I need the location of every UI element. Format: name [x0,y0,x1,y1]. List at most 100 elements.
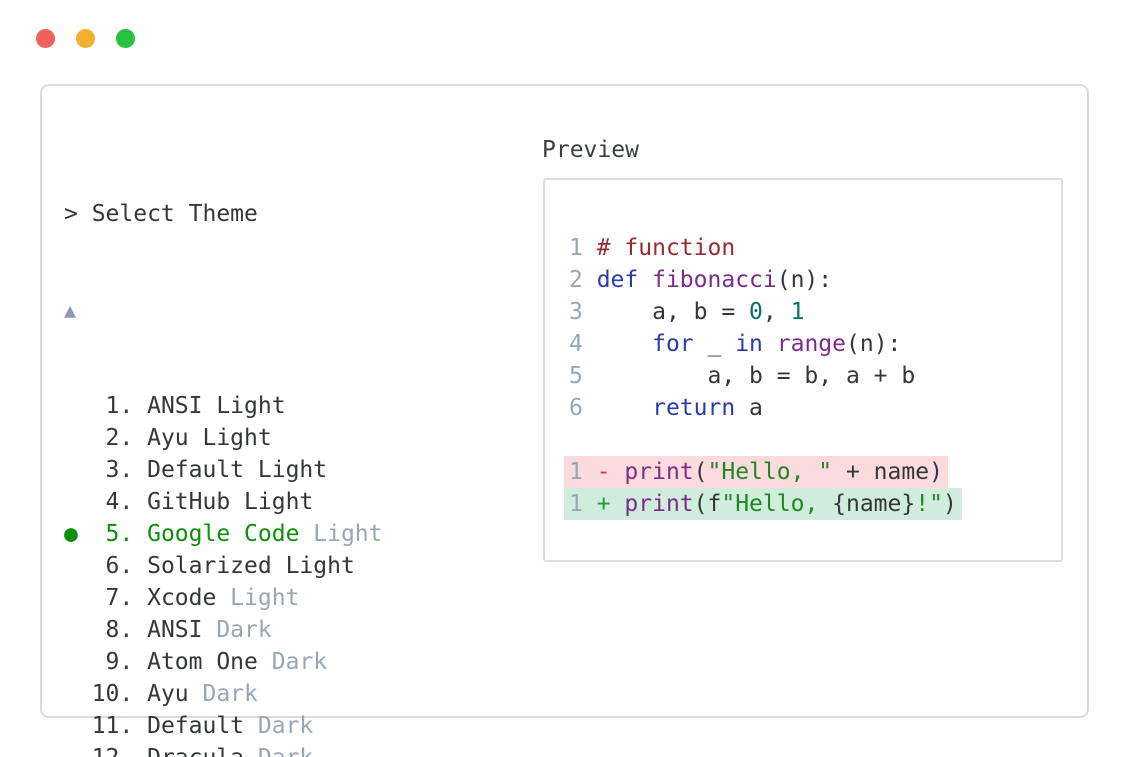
code-token-plain: a [735,395,763,421]
marker-slot [64,393,92,419]
preview-title: Preview [542,137,639,163]
theme-list: 1. ANSI Light 2. Ayu Light 3. Default Li… [64,390,881,757]
theme-list-item-default[interactable]: 11. Default Dark [64,710,881,742]
close-button-icon[interactable] [36,29,55,48]
code-token-keyword: in [735,331,763,357]
theme-list-item-github-light[interactable]: 4. GitHub Light [64,486,881,518]
code-token-plain: , [762,299,791,325]
theme-item-variant: Dark [202,617,272,643]
marker-slot [64,489,92,515]
theme-picker-panel: > Select Theme ▲ 1. ANSI Light 2. Ayu Li… [40,84,1089,757]
marker-slot [64,681,92,707]
diff-highlight: 1 - print("Hello, " + name) [564,456,948,488]
code-token-plain: a, b = [596,299,750,325]
code-line: 3 a, b = 0, 1 [569,296,1061,328]
code-line: 2 def fibonacci(n): [569,264,1061,296]
theme-item-label: 4. GitHub Light [91,489,314,515]
theme-list-item-solarized-light[interactable]: 6. Solarized Light [64,550,881,582]
theme-item-label: 11. Default [91,713,245,739]
code-token-plain [597,331,652,357]
minimize-button-icon[interactable] [76,29,95,48]
code-token-string: !" [915,491,943,517]
theme-item-variant: Light [299,521,383,547]
code-token-number: 1 [790,299,805,325]
code-line: 4 for _ in range(n): [569,328,1061,360]
theme-item-label: 2. Ayu Light [91,425,272,451]
theme-item-variant: Dark [188,681,258,707]
diff-minus-sign: - [596,459,625,485]
code-token-function: print [624,491,694,517]
line-number: 2 [569,267,597,293]
theme-list-item-ansi[interactable]: 8. ANSI Dark [64,614,881,646]
line-number: 3 [569,299,597,325]
code-token-plain: ) [942,491,957,517]
theme-list-item-dracula[interactable]: 12. Dracula Dark [64,742,881,757]
code-token-plain: ( [693,459,708,485]
code-token-plain [597,395,652,421]
code-token-string: "Hello, " [707,459,833,485]
line-number: 1 [569,491,597,517]
code-token-plain: {name} [832,491,916,517]
marker-slot [64,617,92,643]
diff-line-added: 1 + print(f"Hello, {name}!") [564,488,1061,520]
theme-list-column: > Select Theme ▲ 1. ANSI Light 2. Ayu Li… [64,134,881,757]
code-token-function: fibonacci [652,267,777,293]
window-controls [36,29,135,48]
code-token-plain: + name) [832,459,943,485]
theme-list-item-ayu[interactable]: 10. Ayu Dark [64,678,881,710]
code-token-plain [763,331,777,357]
marker-slot [64,553,92,579]
code-token-plain: (n): [846,331,902,357]
theme-list-item-default-light[interactable]: 3. Default Light [64,454,881,486]
code-token-keyword: def [596,267,639,293]
marker-slot [64,585,92,611]
code-token-keyword: for [652,331,694,357]
theme-item-label: 12. Dracula [92,745,244,757]
code-line: 1 # function [569,232,1061,264]
theme-item-variant: Dark [244,713,314,739]
code-token-plain: a, b = b, a + b [596,363,916,389]
marker-slot [64,713,92,739]
code-token-plain: (n): [776,267,833,293]
maximize-button-icon[interactable] [116,29,135,48]
theme-item-label: 1. ANSI Light [91,393,286,419]
code-token-plain: _ [693,331,736,357]
code-token-comment: # function [596,235,736,261]
theme-item-label: 10. Ayu [91,681,189,707]
theme-item-variant: Dark [244,745,313,757]
marker-slot [64,425,92,451]
line-number: 5 [569,363,597,389]
theme-item-label: 3. Default Light [91,457,328,483]
theme-list-item-google-code[interactable]: ● 5. Google Code Light [64,518,881,550]
code-token-function: range [776,331,846,357]
line-number: 6 [569,395,597,421]
theme-item-label: 8. ANSI [91,617,203,643]
scroll-up-icon[interactable]: ▲ [64,298,77,322]
theme-item-variant: Dark [257,649,328,675]
theme-list-item-ayu-light[interactable]: 2. Ayu Light [64,422,881,454]
line-number: 1 [569,235,597,261]
code-token-string: "Hello, [721,491,833,517]
code-token-plain [638,267,652,293]
marker-slot [64,745,92,757]
diff-plus-sign: + [596,491,625,517]
theme-list-item-ansi-light[interactable]: 1. ANSI Light [64,390,881,422]
blank-line [569,424,1061,456]
theme-item-label: 9. Atom One [91,649,258,675]
diff-highlight: 1 + print(f"Hello, {name}!") [564,488,962,520]
marker-slot [64,649,92,675]
marker-slot [64,457,92,483]
code-token-number: 0 [749,299,763,325]
theme-list-item-atom-one[interactable]: 9. Atom One Dark [64,646,881,678]
picker-prompt: > Select Theme [64,201,258,227]
theme-list-item-xcode[interactable]: 7. Xcode Light [64,582,881,614]
line-number: 4 [569,331,597,357]
code-token-plain: (f [693,491,722,517]
theme-item-label: 7. Xcode [91,585,217,611]
diff-line-removed: 1 - print("Hello, " + name) [564,456,1061,488]
code-line: 6 return a [569,392,1061,424]
theme-item-variant: Light [216,585,300,611]
